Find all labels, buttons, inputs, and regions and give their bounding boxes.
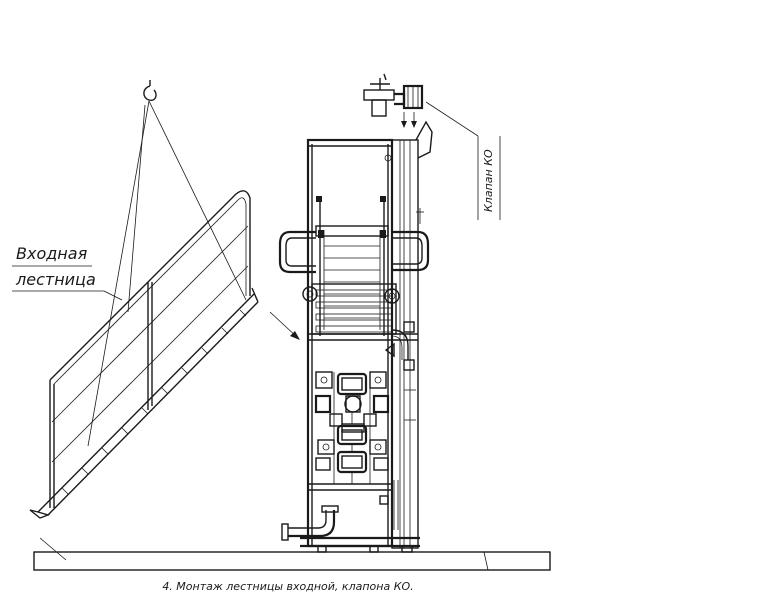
staircase-label: Входная лестница <box>12 244 123 301</box>
ground-slab <box>33 537 551 571</box>
service-ladder <box>278 196 430 336</box>
valve-bank <box>314 371 390 484</box>
staircase-label-line1: Входная <box>16 244 88 263</box>
drawing-caption: 4. Монтаж лестницы входной, клапона КО. <box>162 580 413 593</box>
valve-install-arrows <box>401 112 417 128</box>
staircase-label-line2: лестница <box>15 270 96 289</box>
unit-frame <box>300 120 433 553</box>
valve-ko <box>363 73 424 117</box>
side-piping <box>379 208 424 530</box>
entrance-staircase <box>29 190 259 519</box>
lifting-slings <box>87 100 247 447</box>
fan-section <box>302 283 400 335</box>
installation-arrow <box>269 311 300 340</box>
drain-pipe <box>281 505 339 541</box>
valve-label-leader <box>425 101 501 220</box>
valve-label: Клапан КО <box>482 149 495 212</box>
crane-hook <box>143 80 157 102</box>
